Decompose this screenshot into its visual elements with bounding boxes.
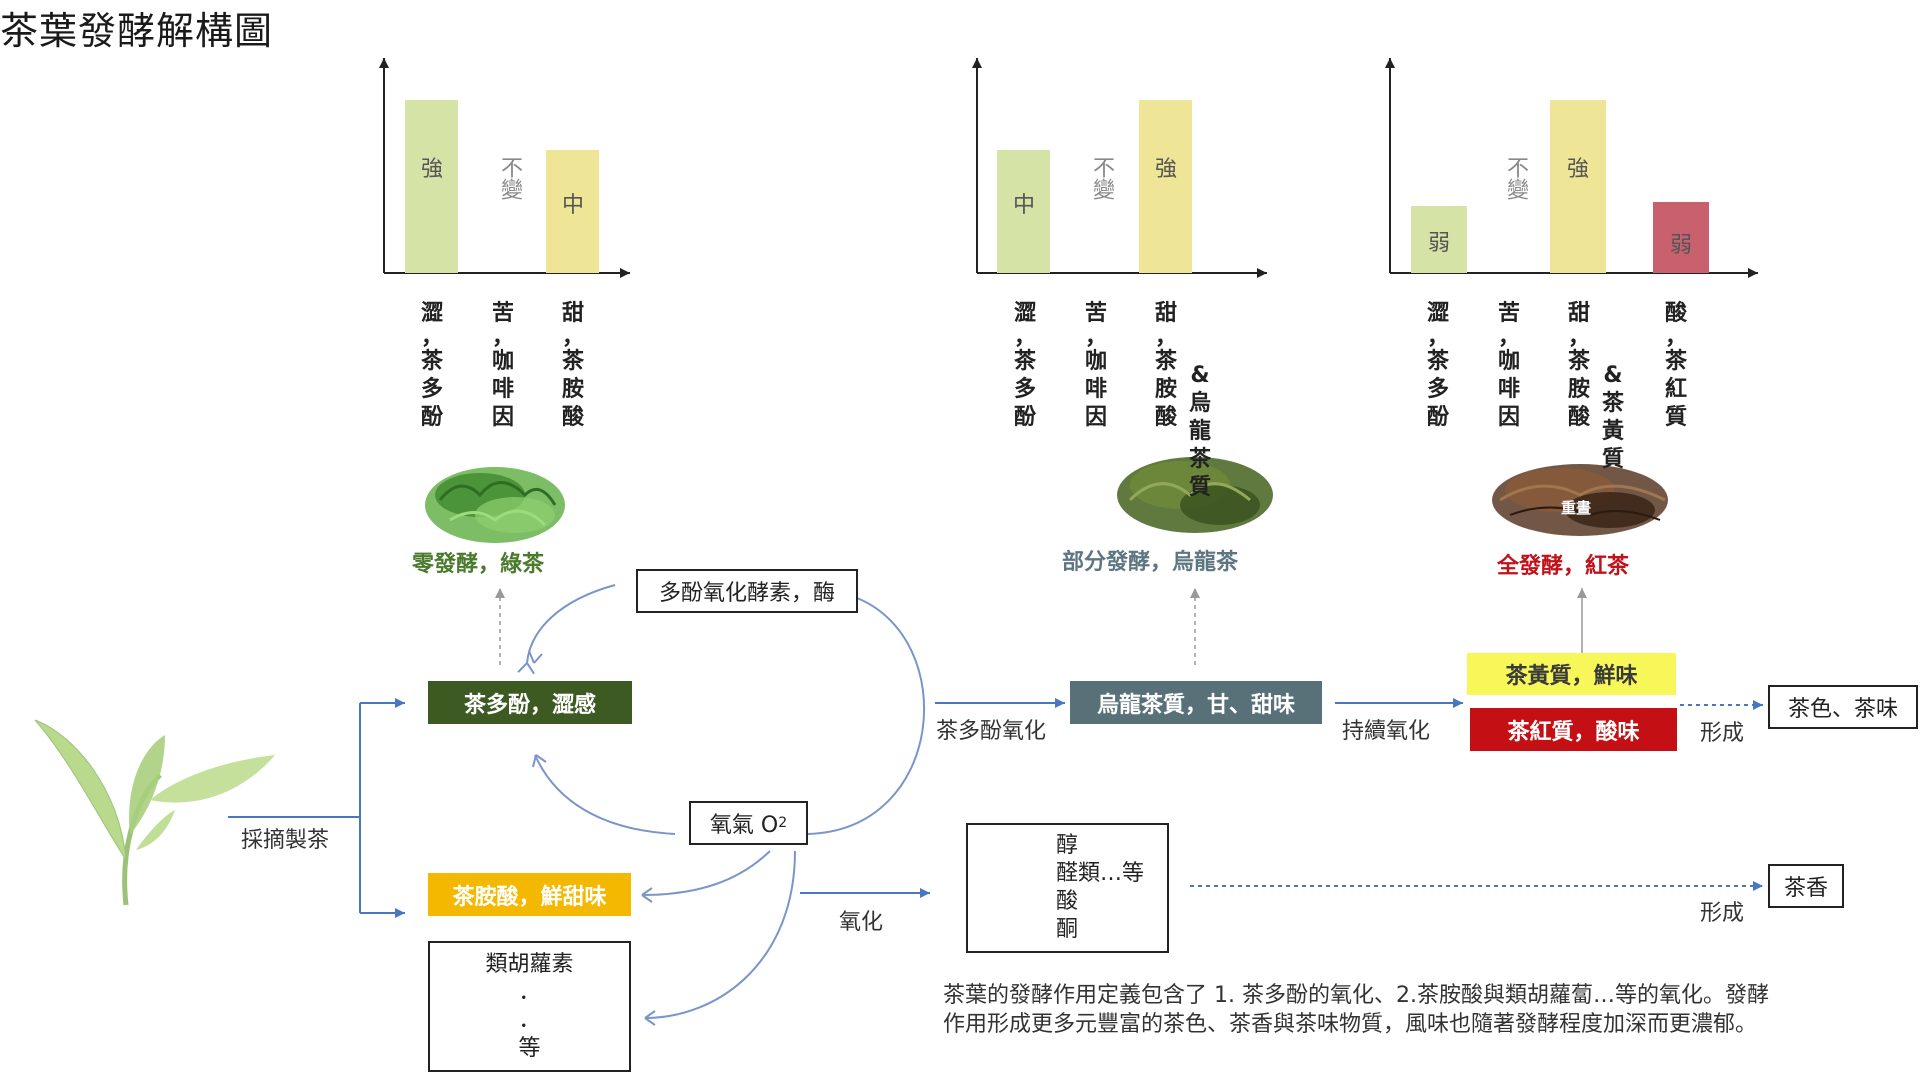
- carotene-box: 類胡蘿素 ． ． 等: [428, 941, 631, 1072]
- chart-3-category-bitter: 苦，咖啡因: [1497, 301, 1520, 430]
- polyphenol-box: 茶多酚，澀感: [428, 681, 632, 724]
- chart-1-level-astringent: 強: [420, 157, 443, 182]
- carotene-line-4: 等: [518, 1035, 541, 1061]
- chart-2-level-sweet: 強: [1154, 157, 1177, 182]
- tea-color-taste-box: 茶色、茶味: [1768, 685, 1918, 729]
- chart-2-category-astringent: 澀，茶多酚: [1013, 301, 1036, 430]
- oolong-tea-image: [1117, 457, 1273, 533]
- chart-1-category-bitter: 苦，咖啡因: [491, 301, 514, 430]
- chart-3-bar-sour: [1653, 202, 1709, 273]
- form-label-1: 形成: [1700, 721, 1745, 746]
- chart-1-bar-astringent: [405, 100, 458, 273]
- tea-leaf-illustration: [34, 719, 275, 906]
- volatiles-line-4: 酮: [1056, 917, 1079, 942]
- polyphenol-oxidation-label: 茶多酚氧化: [936, 719, 1047, 744]
- chart-2-bar-astringent: [997, 150, 1050, 273]
- chart-2-level-astringent: 中: [1012, 193, 1035, 218]
- carotene-line-1: 類胡蘿素: [485, 951, 574, 977]
- chart-1-category-astringent: 澀，茶多酚: [420, 301, 443, 430]
- chart-3-bar-sweet: [1550, 100, 1606, 273]
- theaflavin-box: 茶黃質，鮮味: [1467, 653, 1676, 695]
- flow-connectors: [228, 584, 1763, 1026]
- chart-3-bar-astringent: [1411, 206, 1467, 273]
- volatiles-box: 醇 醛類…等 酸 酮: [966, 823, 1169, 953]
- carotene-line-3: ．: [518, 1007, 541, 1033]
- chart-1-bar-sweet: [546, 150, 599, 273]
- black-tea-image: [1492, 464, 1668, 536]
- volatiles-line-2: 醛類…等: [1056, 861, 1145, 886]
- chart-2-level-bitter: 不變: [1089, 156, 1114, 200]
- oxygen-subscript: 2: [778, 815, 788, 831]
- description-line-1: 茶葉的發酵作用定義包含了 1. 茶多酚的氧化、2.茶胺酸與類胡蘿蔔…等的氧化。發…: [943, 983, 1769, 1008]
- form-label-2: 形成: [1700, 901, 1745, 926]
- theanine-box: 茶胺酸，鮮甜味: [428, 873, 631, 916]
- chart-3-level-bitter: 不變: [1503, 156, 1528, 200]
- description-line-2: 作用形成更多元豐富的茶色、茶香與茶味物質，風味也隨著發酵程度加深而更濃郁。: [943, 1012, 1758, 1037]
- chart-3-level-astringent: 弱: [1427, 231, 1450, 256]
- black-tea-image-text: 重晝: [1561, 499, 1592, 517]
- chart-1-category-sweet: 甜，茶胺酸: [561, 301, 584, 430]
- green-tea-caption: 零發酵，綠茶: [412, 552, 545, 577]
- chart-3-level-sweet: 強: [1566, 157, 1589, 182]
- green-tea-image: [425, 467, 565, 543]
- chart-3-category-theaflavin: &茶黃質: [1601, 363, 1624, 472]
- oxidation-label: 氧化: [839, 910, 884, 935]
- volatiles-line-1: 醇: [1056, 833, 1079, 858]
- chart-3-level-sour: 弱: [1669, 233, 1692, 258]
- chart-2-category-sweet: 甜，茶胺酸: [1154, 301, 1177, 430]
- chart-2-category-oolong-substance: &烏龍茶質: [1188, 363, 1211, 500]
- oolong-substance-box: 烏龍茶質，甘、甜味: [1070, 681, 1322, 724]
- chart-2-bar-sweet: [1139, 100, 1192, 273]
- chart-1-level-bitter: 不變: [497, 156, 522, 200]
- page-title: 茶葉發酵解構圖: [0, 9, 274, 53]
- oolong-tea-caption: 部分發酵，烏龍茶: [1062, 550, 1239, 575]
- tea-aroma-box: 茶香: [1768, 864, 1844, 908]
- continued-oxidation-label: 持續氧化: [1342, 719, 1431, 744]
- oxygen-label: 氧氣 O: [709, 813, 779, 838]
- carotene-line-2: ．: [518, 979, 541, 1005]
- harvest-label: 採摘製茶: [241, 828, 330, 853]
- chart-2-category-bitter: 苦，咖啡因: [1084, 301, 1107, 430]
- enzyme-box: 多酚氧化酵素，酶: [636, 569, 858, 613]
- chart-3-category-astringent: 澀，茶多酚: [1426, 301, 1449, 430]
- black-tea-caption: 全發酵，紅茶: [1497, 554, 1630, 579]
- chart-1-level-sweet: 中: [561, 193, 584, 218]
- chart-3-category-sweet: 甜，茶胺酸: [1567, 301, 1590, 430]
- volatiles-line-3: 酸: [1056, 889, 1079, 914]
- thearubigin-box: 茶紅質，酸味: [1470, 708, 1677, 751]
- chart-3-category-sour: 酸，茶紅質: [1664, 301, 1687, 430]
